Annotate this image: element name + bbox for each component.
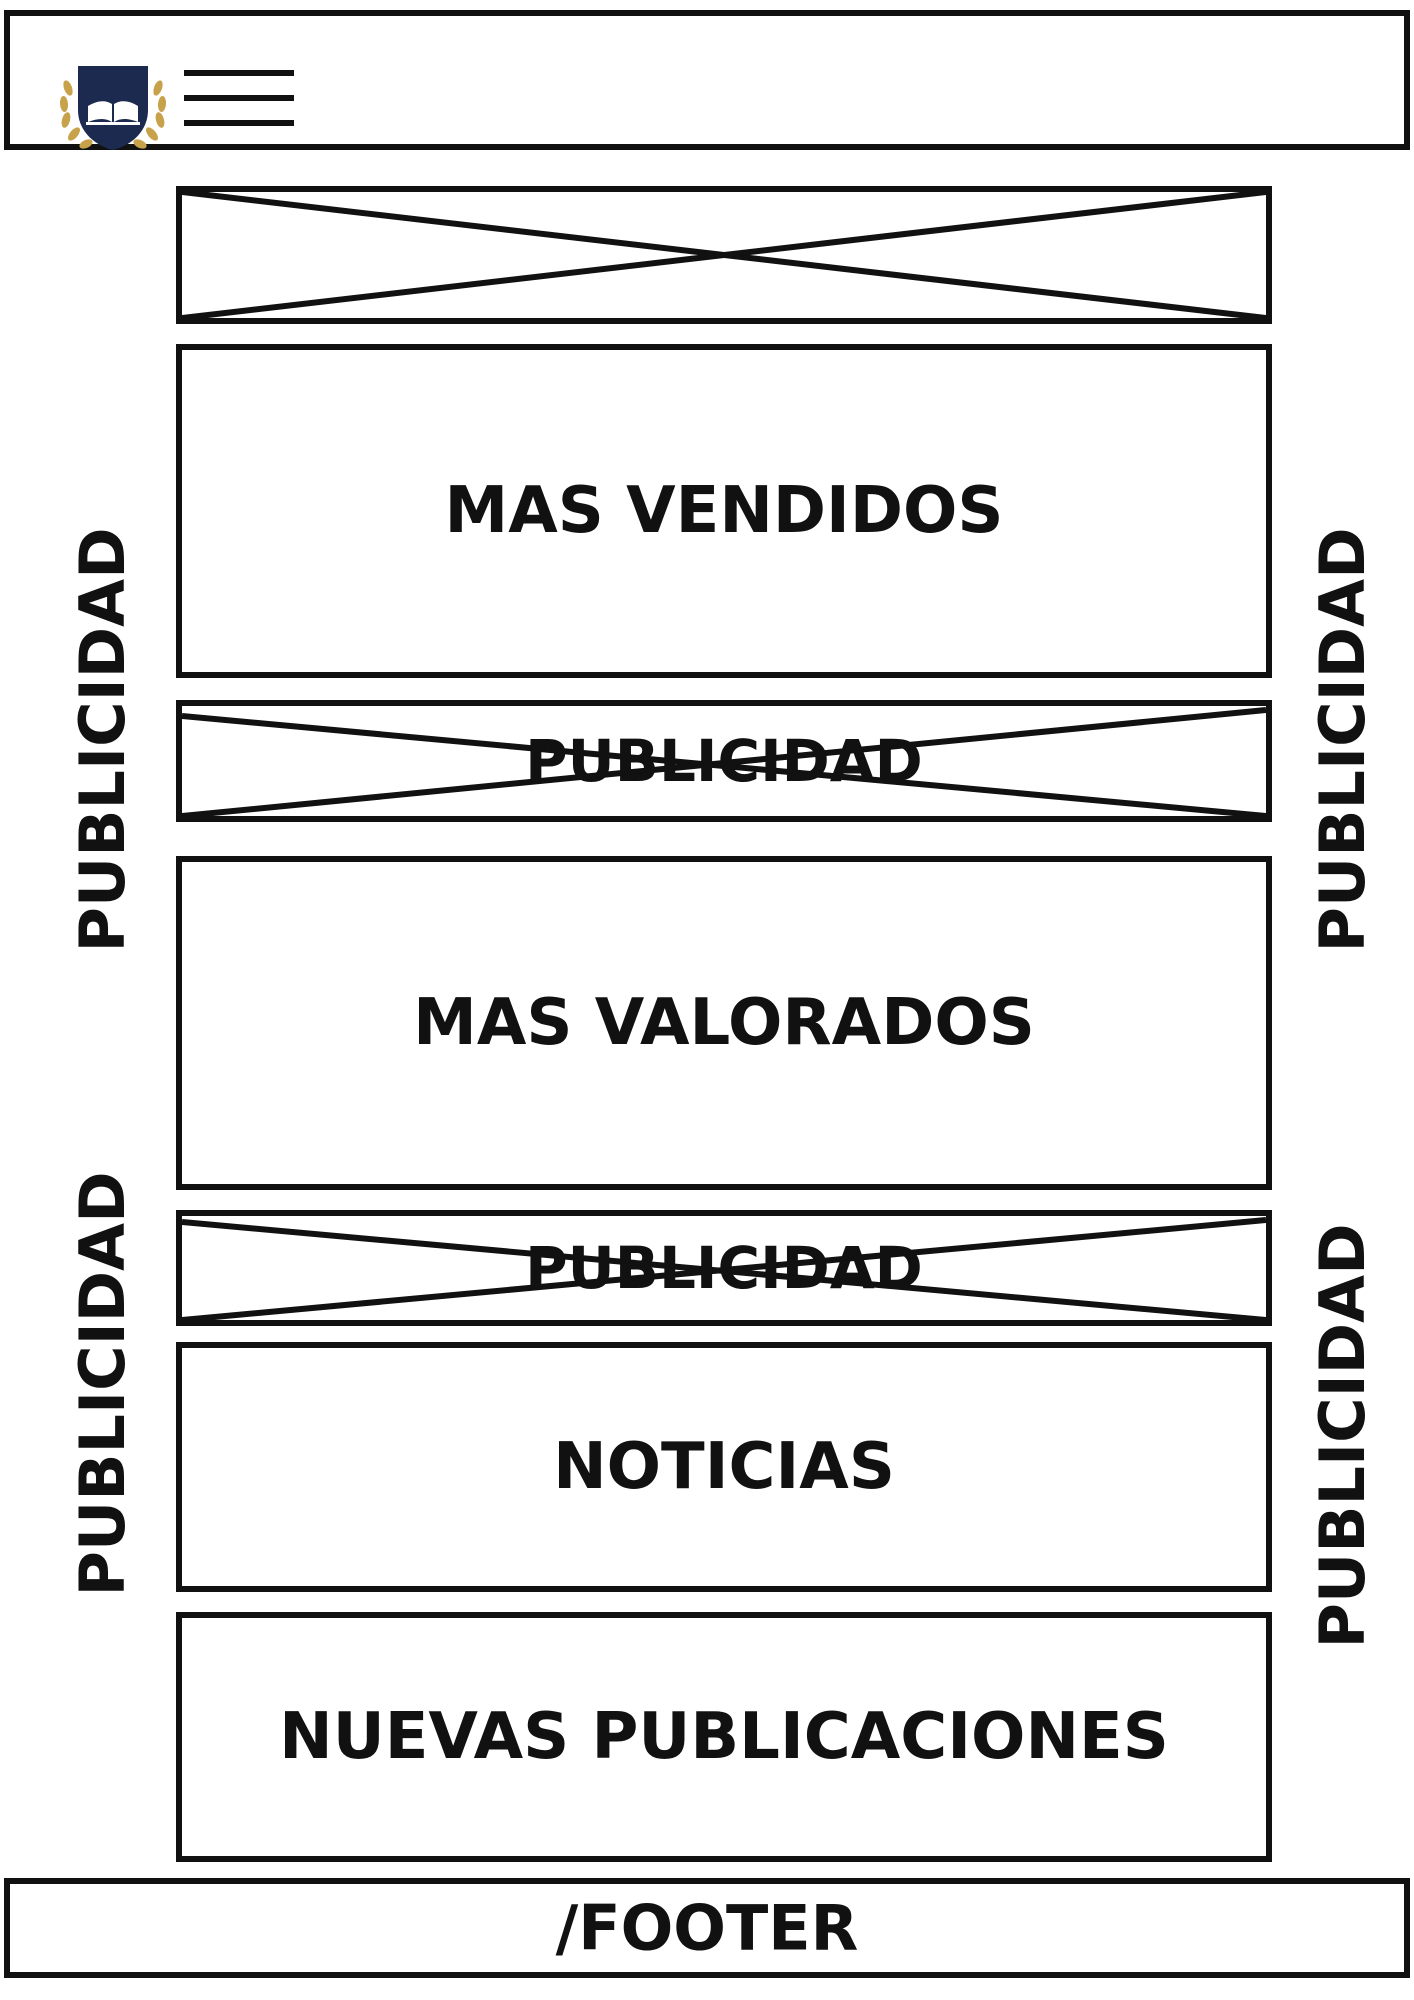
side-ad-right-top[interactable]: PUBLICIDAD <box>1305 527 1379 953</box>
section-title: MAS VENDIDOS <box>444 474 1004 548</box>
footer-label: /FOOTER <box>555 1891 859 1965</box>
header-bar <box>4 10 1410 150</box>
footer-bar: /FOOTER <box>4 1878 1410 1978</box>
book-shield-logo-icon[interactable] <box>54 58 172 154</box>
section-title: NOTICIAS <box>553 1430 895 1504</box>
ad-banner-1[interactable]: PUBLICIDAD <box>176 700 1272 822</box>
ad-banner-2[interactable]: PUBLICIDAD <box>176 1210 1272 1326</box>
section-title: NUEVAS PUBLICACIONES <box>279 1700 1169 1774</box>
side-ad-right-bottom[interactable]: PUBLICIDAD <box>1305 1223 1379 1649</box>
ad-placeholder-x-icon <box>182 707 1266 816</box>
hero-image-placeholder <box>176 186 1272 324</box>
hamburger-menu-icon[interactable] <box>184 70 294 128</box>
ad-placeholder-x-icon <box>182 1217 1266 1320</box>
ad-banner-label: PUBLICIDAD <box>525 1234 923 1302</box>
side-ad-left-top[interactable]: PUBLICIDAD <box>65 527 139 953</box>
section-nuevas-publicaciones[interactable]: NUEVAS PUBLICACIONES <box>176 1612 1272 1862</box>
section-noticias[interactable]: NOTICIAS <box>176 1342 1272 1592</box>
image-placeholder-x-icon <box>182 192 1266 318</box>
section-mas-valorados[interactable]: MAS VALORADOS <box>176 856 1272 1190</box>
ad-banner-label: PUBLICIDAD <box>525 727 923 795</box>
section-title: MAS VALORADOS <box>413 986 1035 1060</box>
section-mas-vendidos[interactable]: MAS VENDIDOS <box>176 344 1272 678</box>
side-ad-left-bottom[interactable]: PUBLICIDAD <box>65 1171 139 1597</box>
